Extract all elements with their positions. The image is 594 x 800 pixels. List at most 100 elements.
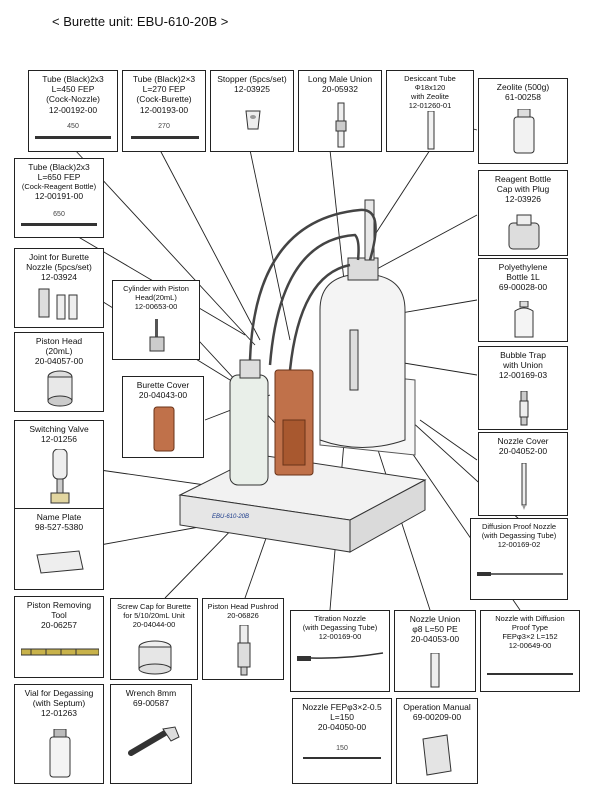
part-tube-270: Tube (Black)2×3 L=270 FEP (Cock-Burette)… [122,70,206,152]
part-label: Tube (Black)2x3 [42,74,104,84]
part-label: Joint for Burette [28,252,89,262]
part-number: 12-00169-00 [318,632,362,641]
burette-unit-illustration: EBU-610-20B [178,199,427,553]
page-title: < Burette unit: EBU-610-20B > [52,14,229,29]
part-label: Screw Cap for Burette [117,602,191,611]
part-label: Tool [51,610,67,621]
part-label: Nozzle with Diffusion [495,614,565,623]
part-number: 20-04057-00 [34,356,84,367]
part-number: 69-00209-00 [412,712,462,723]
poly-bottle-icon [514,301,534,338]
part-label: Cap with Plug [496,184,550,195]
zeolite-bottle-icon [513,109,535,154]
part-number: 12-01263 [41,708,77,719]
part-desiccant-tube: Desiccant Tube Φ18x120 with Zeolite 12-0… [386,70,474,152]
part-number: 12-03926 [505,194,541,205]
part-label: Nozzle Union [409,614,461,624]
part-burette-cover: Burette Cover 20-04043-00 [122,376,204,458]
nameplate-brand: EBU-610-20B [212,514,249,520]
part-label: (Cock-Burette) [136,94,192,105]
part-label: Nozzle (5pcs/set) [26,262,92,273]
union-icon [335,102,347,148]
part-number: 20-06257 [41,620,77,631]
part-label: Piston Removing [26,600,92,610]
part-label: Piston Head [35,336,83,346]
part-nozzle-union: Nozzle Union φ8 L=50 PE 20-04053-00 [394,610,476,692]
ruler-150: 150 [336,745,348,752]
part-label: Cylinder with Piston [123,284,189,293]
part-label: Diffusion Proof Nozzle [481,522,557,531]
part-label: Φ18x120 [414,83,446,92]
bottle-cap-icon [508,214,540,250]
part-label: Tube (Black)2×3 [132,74,196,84]
tube-icon [131,136,199,139]
removing-tool-icon [21,648,99,656]
part-number: 20-04050-00 [317,722,367,733]
part-number: 20-06826 [227,611,259,620]
part-piston-head: Piston Head (20mL) 20-04057-00 [14,332,104,412]
cylinder-icon [149,319,165,352]
part-label: Operation Manual [403,702,471,712]
part-label: L=450 FEP [51,84,95,95]
part-piston-removing-tool: Piston Removing Tool 20-06257 [14,596,104,678]
part-number: 12-00649-00 [508,641,552,650]
part-number: 69-00587 [133,698,169,709]
part-number: 20-05932 [322,84,358,95]
part-label: Proof Type [511,623,549,632]
part-number: 12-03924 [41,272,77,283]
part-number: 20-04052-00 [498,446,548,457]
part-label: Bottle 1L [506,272,540,283]
part-piston-head-pushrod: Piston Head Pushrod 20-06826 [202,598,284,680]
joint-icon [38,288,78,320]
part-joint-burette-nozzle: Joint for Burette Nozzle (5pcs/set) 12-0… [14,248,104,328]
part-label: L=270 FEP [142,84,186,95]
part-label: Burette Cover [136,380,190,390]
ruler-450: 450 [67,123,79,130]
part-nozzle-diffusion-type: Nozzle with Diffusion Proof Type FEPφ3×2… [480,610,580,692]
burette-cover-icon [153,406,175,452]
part-label: Nozzle Cover [497,436,549,446]
part-label: (20mL) [45,346,73,357]
part-label: with Union [503,360,543,371]
nozzle-union-icon [430,653,440,688]
part-label: FEPφ3×2 L=152 [502,632,558,641]
part-label: for 5/10/20mL Unit [123,611,185,620]
part-number: 12-00169-02 [497,540,541,549]
part-number: 12-03925 [234,84,270,95]
tube-icon [21,223,97,226]
pushrod-icon [237,625,251,676]
ruler-270: 270 [158,123,170,130]
part-number: 12-00193-00 [139,104,189,115]
tube-icon [35,136,111,139]
part-vial-degassing: Vial for Degassing (with Septum) 12-0126… [14,684,104,784]
wrench-icon [128,726,180,756]
part-label: Nozzle FEPφ3×2-0.5 [302,702,382,712]
part-number: 12-00191-00 [34,191,84,202]
part-number: 12-00192-00 [48,104,98,115]
part-number: 20-04044-00 [132,620,176,629]
part-label: Tube (Black)2x3 [28,162,90,172]
titration-nozzle-icon [297,652,384,661]
stopper-icon [245,110,261,130]
part-number: 12-01256 [41,434,77,445]
piston-head-icon [47,370,73,407]
name-plate-icon [36,550,84,574]
part-number: 12-00653-00 [134,302,178,311]
part-number: 20-04053-00 [410,634,460,645]
part-operation-manual: Operation Manual 69-00209-00 [396,698,478,784]
part-label: Long Male Union [307,74,373,84]
part-label: Stopper (5pcs/set) [217,74,287,84]
part-reagent-bottle-cap: Reagent Bottle Cap with Plug 12-03926 [478,170,568,256]
vial-icon [49,729,71,778]
part-zeolite: Zeolite (500g) 61-00258 [478,78,568,164]
part-label: Head(20mL) [135,293,177,302]
part-tube-450: Tube (Black)2x3 L=450 FEP (Cock-Nozzle) … [28,70,118,152]
nozzle-icon [477,572,563,576]
part-label: Polyethylene [498,262,548,272]
part-label: Reagent Bottle [494,174,552,184]
nozzle-tube-icon [303,757,381,759]
manual-icon [422,734,452,776]
part-label: Name Plate [36,512,82,522]
part-label: (Cock-Reagent Bottle) [21,182,97,192]
part-number: 12-00169-03 [498,370,548,381]
